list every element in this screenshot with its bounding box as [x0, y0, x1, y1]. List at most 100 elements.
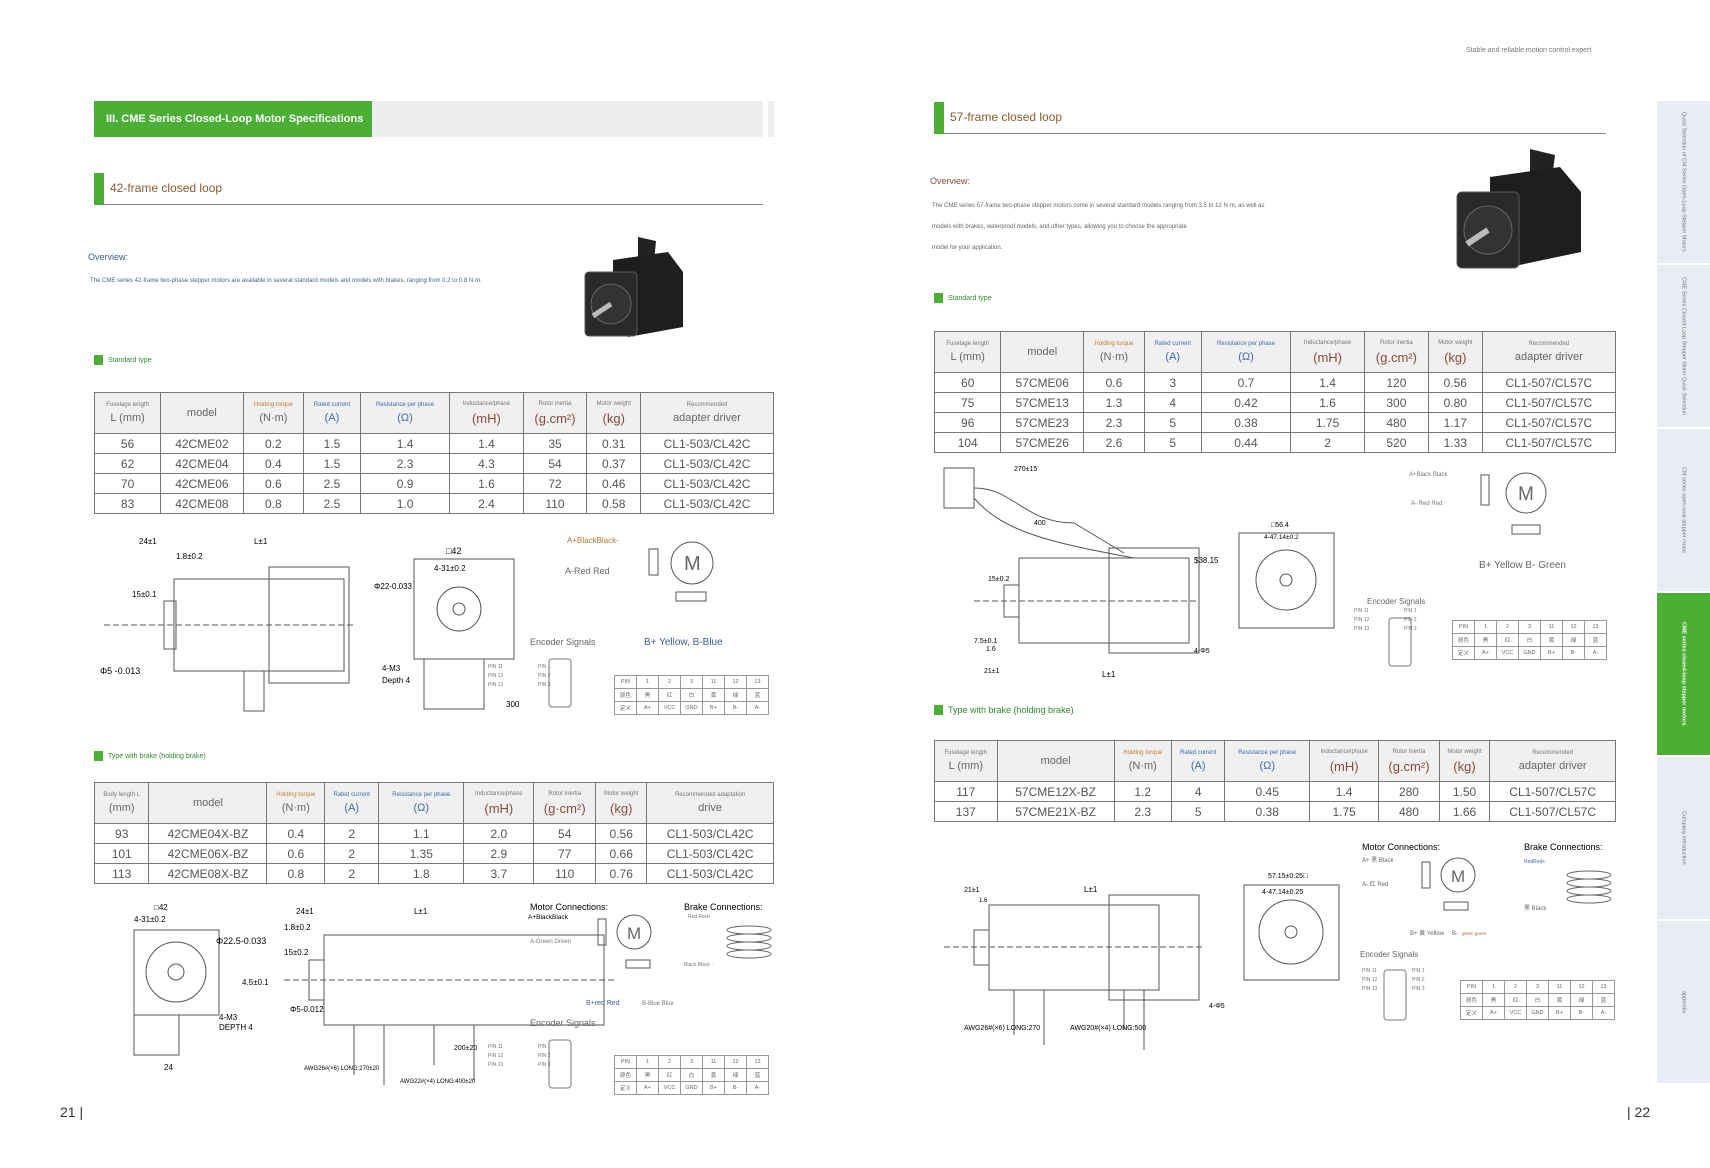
table-cell: 0.37 [586, 453, 641, 474]
pin-cell: 12 [724, 675, 747, 689]
dim-label: 57.15±0.25□ [1268, 873, 1308, 880]
wire-label: A- 红 Red [1362, 880, 1388, 888]
pin-cell: B- [724, 701, 747, 715]
header-unit: (mH) [471, 410, 501, 426]
overview-text: The CME series 57-frame two-phase steppe… [932, 196, 1264, 259]
table-cell: 2.5 [303, 493, 361, 514]
pin-cell: 11 [702, 1055, 725, 1069]
header-unit: drive [698, 802, 723, 814]
table-cell: 101 [93, 843, 150, 864]
sidebar-tab[interactable]: CME Series Closed-Loop Stepper Motor Qui… [1657, 265, 1710, 428]
table-cell: 0.6 [1083, 372, 1145, 393]
dim-label: 4-31±0.2 [134, 915, 166, 924]
standard-type-label: Standard type [108, 356, 152, 364]
dim-label: 1.6 [979, 898, 988, 904]
table-cell: 0.42 [1200, 392, 1292, 413]
motor-symbol-icon [1440, 857, 1476, 893]
pin-cell: PIN [614, 1055, 637, 1069]
sidebar-tab-label: Quick Selection of CM Series Open-Loop S… [1680, 112, 1687, 252]
sidebar-tab[interactable]: CM series open-loop stepper motor [1657, 429, 1710, 592]
pin-cell: A+ [1474, 646, 1497, 660]
pin-cell: 2 [658, 1055, 681, 1069]
pin-cell: B+ [702, 1081, 725, 1095]
table-cell: 57CME13 [1000, 392, 1085, 413]
table-cell: 93 [93, 823, 150, 844]
table-cell: 0.45 [1224, 781, 1310, 802]
brake-type-label: Type with brake (holding brake) [948, 705, 1074, 715]
column-header: Resistance per phase(Ω) [1200, 331, 1292, 373]
table-cell: 0.56 [1427, 372, 1483, 393]
coil-icon [625, 959, 651, 969]
sidebar-tab[interactable]: CME series closed-loop stepper motors [1657, 593, 1710, 756]
table-cell: 2.0 [463, 823, 535, 844]
pin-row: 颜色黑红白黄绿蓝 [1452, 633, 1607, 647]
header-caption: Inductance/phase [1303, 339, 1352, 346]
dim-label: Φ5 -0.013 [100, 666, 140, 676]
table-cell: 2 [1290, 432, 1365, 453]
overview-label: Overview: [930, 176, 971, 186]
table-cell: 0.76 [595, 863, 648, 884]
column-header: Motor weight(kg) [1427, 331, 1483, 373]
header-caption: Fuselage length [946, 341, 990, 347]
table-cell: 1.50 [1438, 781, 1491, 802]
dim-label: Φ5-0.012 [290, 1005, 324, 1014]
dim-label: 200±20 [454, 1045, 477, 1052]
connector-pin-label: PIN 13 [488, 1062, 504, 1068]
wire-label: B+ Yellow B- Green [1479, 560, 1566, 571]
overview-line: The CME series 57-frame two-phase steppe… [932, 203, 1265, 209]
dim-label: AWG20#(×4) LONG:500 [1070, 1025, 1146, 1032]
dim-label: AWG22#(×4) LONG:400±20 [400, 1079, 476, 1085]
section-marker [94, 173, 104, 205]
table-cell: 1.66 [1438, 801, 1491, 822]
brake-coil-icon [1566, 870, 1612, 904]
pin-cell: A+ [1482, 1006, 1505, 1020]
pin-cell: A- [746, 701, 769, 715]
pin-cell: 11 [1540, 620, 1563, 634]
header-caption: Recommended [1532, 750, 1573, 756]
brake-type-label: Type with brake (holding brake) [108, 752, 206, 760]
table-cell: 0.46 [586, 473, 641, 494]
wire-label: A+ 黑 Black [1362, 857, 1395, 864]
connector-pin-label: PIN 11 [488, 664, 503, 670]
connector-pin-label: PIN 13 [488, 682, 504, 688]
header-caption: Rotor inertia [538, 400, 572, 407]
motor-connections-title: Motor Connections: [530, 902, 608, 912]
column-header: Resistance per phase (Ω) [1224, 740, 1310, 782]
header-caption: Resistance per phase [1238, 750, 1297, 756]
table-cell: 520 [1363, 432, 1429, 453]
wire-label: B+ 黄 Yellow [1410, 929, 1445, 937]
pin-cell: 黑 [1482, 993, 1505, 1007]
pin-cell: PIN [1460, 980, 1483, 994]
table-cell: 480 [1363, 412, 1429, 433]
pin-cell: 绿 [724, 688, 747, 702]
header-caption: Holding torque [253, 402, 293, 408]
brake-type-tag: Type with brake (holding brake) [934, 705, 1074, 715]
table-cell: 113 [93, 863, 150, 884]
column-header: Motor weight(kg) [586, 392, 641, 434]
sidebar-tab[interactable]: Company introduction [1657, 757, 1710, 920]
table-cell: 4 [1143, 392, 1202, 413]
header-caption: Holding torque [276, 792, 316, 798]
table-cell: 1.75 [1290, 412, 1365, 433]
db15-connector-icon [548, 1039, 572, 1089]
dimension-drawing-57: 270±15 400 □56.4 4-47.14±0.2 $38.15 15±0… [943, 466, 1566, 679]
connector-pin-label: PIN 1 [538, 1044, 551, 1050]
dim-label: 4-M3 [382, 664, 401, 673]
sidebar-tab[interactable]: appendix [1657, 921, 1710, 1084]
column-header: Rotor inertia(g·cm²) [533, 782, 597, 824]
pin-cell: 颜色 [1452, 633, 1475, 647]
connector-pin-label: PIN 12 [1362, 977, 1378, 983]
dim-label: 1.8±0.2 [176, 552, 203, 561]
column-header: Resistance per phase(Ω) [378, 782, 465, 824]
header-unit: (Ω) [1259, 760, 1275, 772]
pin-cell: 颜色 [1460, 993, 1483, 1007]
sidebar-tab[interactable]: Quick Selection of CM Series Open-Loop S… [1657, 101, 1710, 264]
pin-cell: 1 [1474, 620, 1497, 634]
